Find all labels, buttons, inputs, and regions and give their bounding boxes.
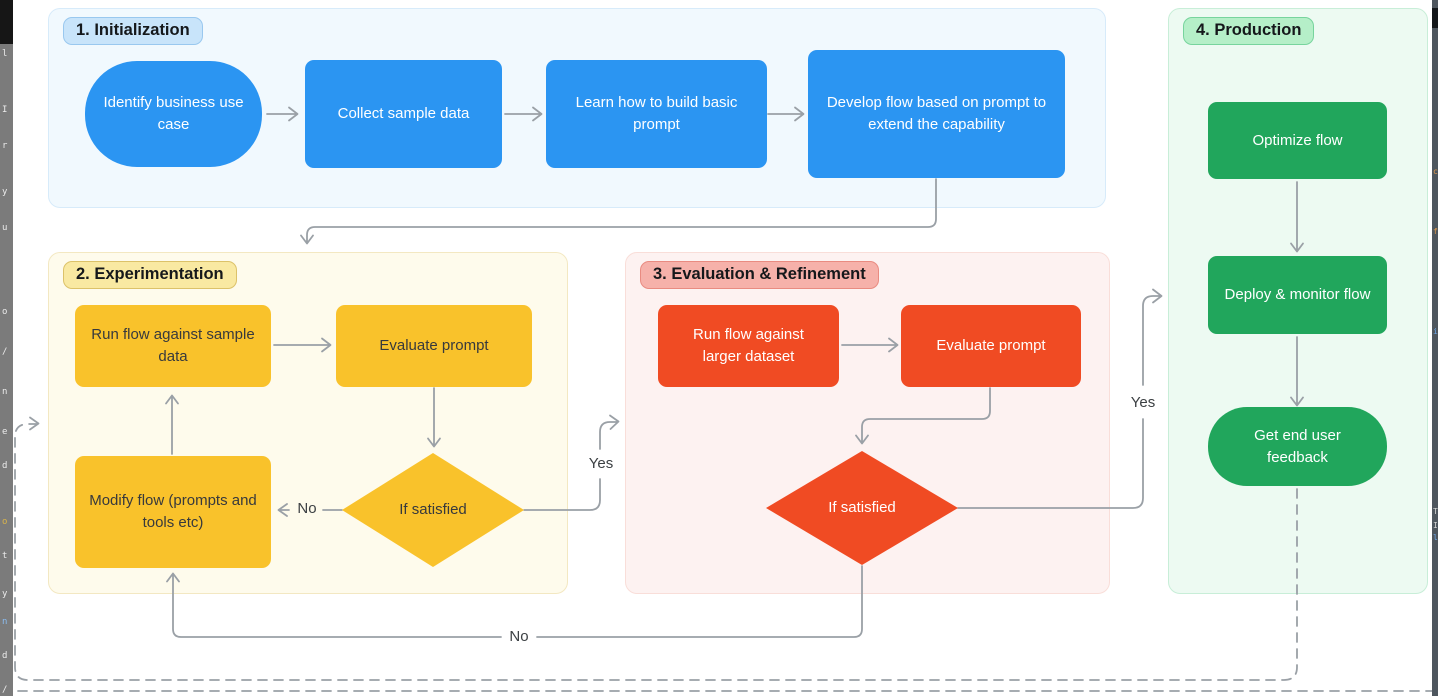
section-label-evaluation-refinement: 3. Evaluation & Refinement xyxy=(640,261,879,289)
section-label-experimentation: 2. Experimentation xyxy=(63,261,237,289)
node-run-flow-larger-dataset: Run flow against larger dataset xyxy=(658,305,839,387)
node-collect-sample-data: Collect sample data xyxy=(305,60,502,168)
left-edge-dark-segment xyxy=(0,0,13,44)
clipped-text-fragment: d xyxy=(2,461,8,471)
edge-label-yes-evaluation: Yes xyxy=(1130,394,1156,411)
node-evaluate-prompt-evaluation: Evaluate prompt xyxy=(901,305,1081,387)
node-develop-flow: Develop flow based on prompt to extend t… xyxy=(808,50,1065,178)
node-modify-flow: Modify flow (prompts and tools etc) xyxy=(75,456,271,568)
clipped-text-fragment: I xyxy=(2,105,8,115)
clipped-text-fragment: / xyxy=(2,685,8,695)
clipped-text-fragment: t xyxy=(2,551,8,561)
clipped-text-fragment: n xyxy=(2,617,8,627)
clipped-text-fragment: o xyxy=(2,517,8,527)
clipped-text-fragment: f xyxy=(1433,227,1438,236)
clipped-text-fragment: i xyxy=(1433,327,1438,336)
clipped-text-fragment: d xyxy=(2,651,8,661)
edge-label-no-evaluation: No xyxy=(509,628,529,645)
clipped-text-fragment: c xyxy=(1433,167,1438,176)
clipped-text-fragment: l xyxy=(1433,533,1438,542)
node-evaluate-prompt-experimentation: Evaluate prompt xyxy=(336,305,532,387)
clipped-text-fragment: I xyxy=(1433,521,1438,530)
clipped-text-fragment: y xyxy=(2,187,8,197)
clipped-text-fragment: / xyxy=(2,347,8,357)
node-run-flow-sample-data: Run flow against sample data xyxy=(75,305,271,387)
clipped-text-fragment: e xyxy=(2,427,8,437)
edge-label-no-experimentation: No xyxy=(297,500,317,517)
clipped-text-fragment: n xyxy=(2,387,8,397)
node-deploy-monitor-flow: Deploy & monitor flow xyxy=(1208,256,1387,334)
clipped-text-fragment: T xyxy=(1433,507,1438,516)
clipped-text-fragment: r xyxy=(2,141,8,151)
clipped-text-fragment: u xyxy=(2,223,8,233)
clipped-text-fragment: y xyxy=(2,589,8,599)
node-learn-basic-prompt: Learn how to build basic prompt xyxy=(546,60,767,168)
right-edge-dark-segment xyxy=(1432,8,1438,28)
clipped-text-fragment: o xyxy=(2,307,8,317)
clipped-text-fragment: l xyxy=(2,49,8,59)
section-label-production: 4. Production xyxy=(1183,17,1315,45)
node-identify-business-use-case: Identify business use case xyxy=(85,61,262,167)
node-get-end-user-feedback: Get end user feedback xyxy=(1208,407,1387,486)
section-label-initialization: 1. Initialization xyxy=(63,17,203,45)
node-optimize-flow: Optimize flow xyxy=(1208,102,1387,179)
edge-label-yes-experimentation: Yes xyxy=(588,455,614,472)
